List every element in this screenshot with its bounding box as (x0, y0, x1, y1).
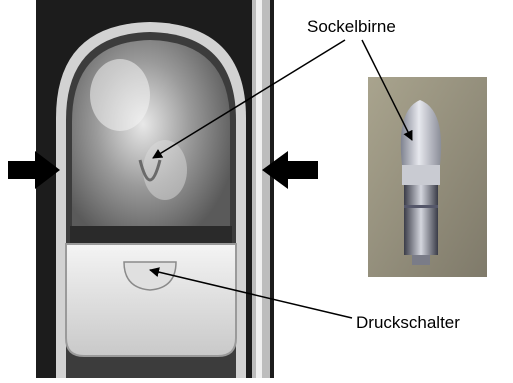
switch-panel (66, 244, 236, 356)
socket-bulb-label: Sockelbirne (307, 17, 396, 37)
push-switch-label: Druckschalter (356, 313, 460, 333)
bulb-globe (72, 40, 230, 250)
bulb-photo (368, 77, 487, 277)
lamp-housing-photo (36, 0, 274, 378)
